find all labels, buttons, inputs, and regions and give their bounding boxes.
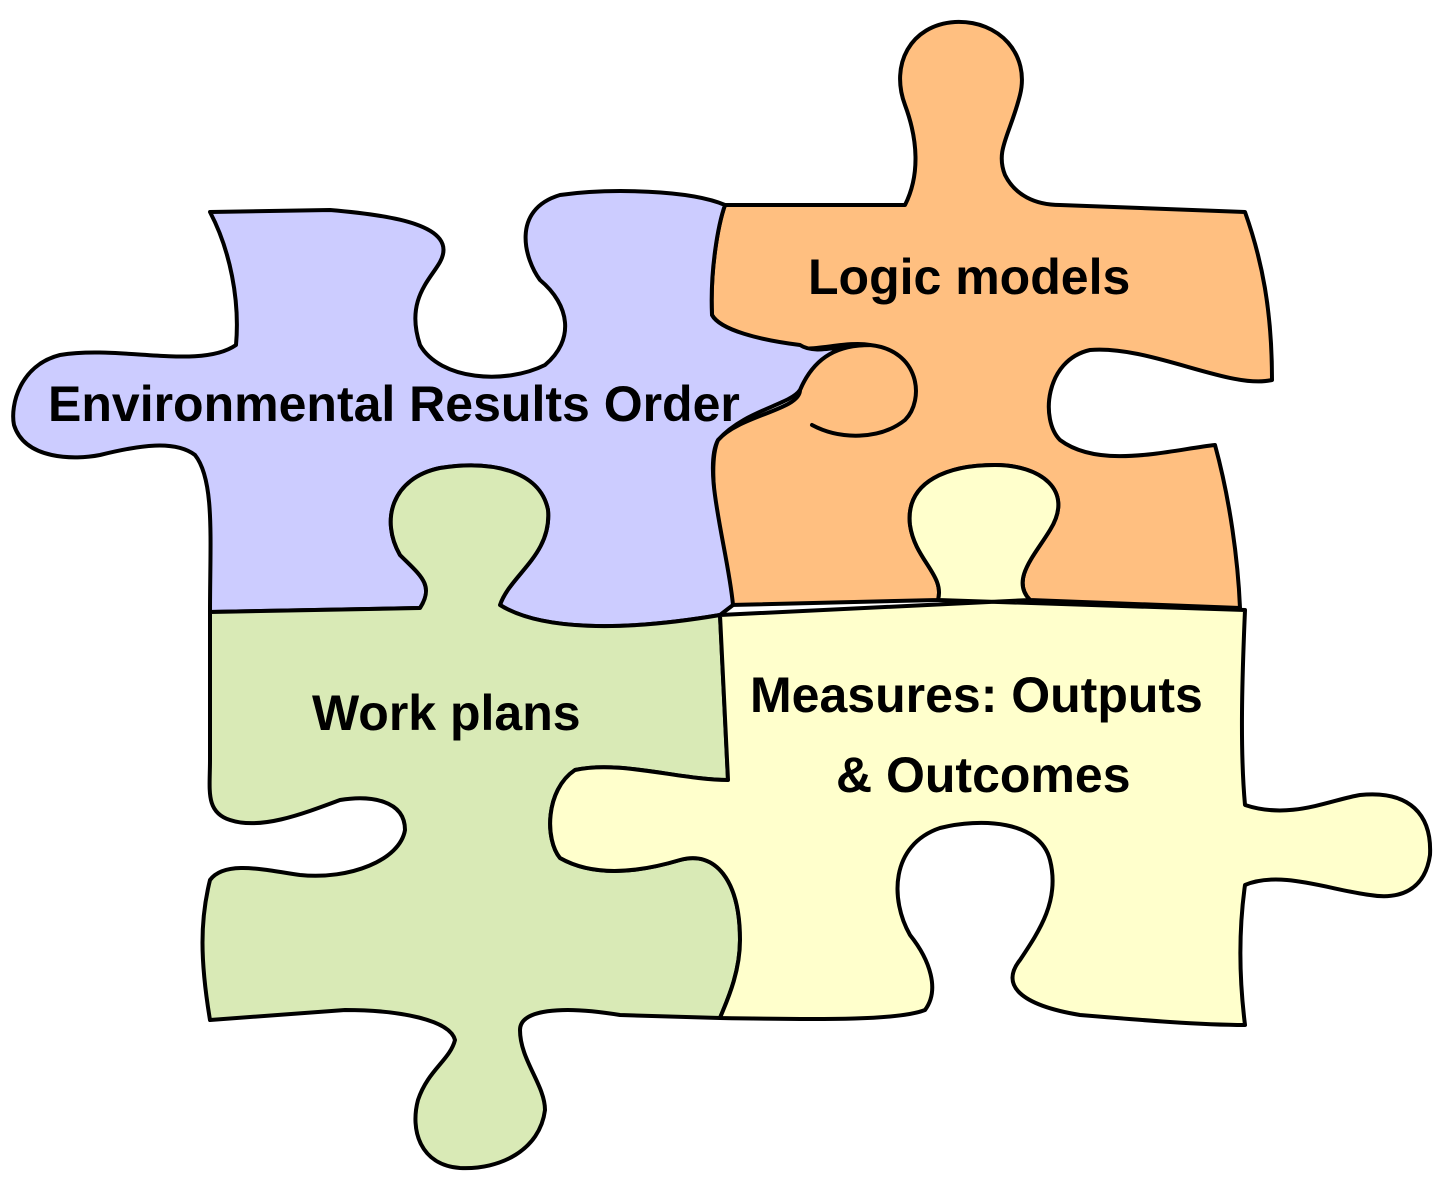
puzzle-piece-work-plans <box>200 463 742 1171</box>
piece-label-environmental-results-order: Environmental Results Order <box>48 376 740 432</box>
piece-label-measures-line-2: & Outcomes <box>836 747 1131 803</box>
puzzle-piece-environmental-results-order <box>11 189 918 629</box>
piece-label-work-plans: Work plans <box>312 685 581 741</box>
piece-label-logic-models: Logic models <box>808 249 1130 305</box>
puzzle-piece-measures <box>548 463 1433 1027</box>
piece-label-measures-line-1: Measures: Outputs <box>750 667 1203 723</box>
